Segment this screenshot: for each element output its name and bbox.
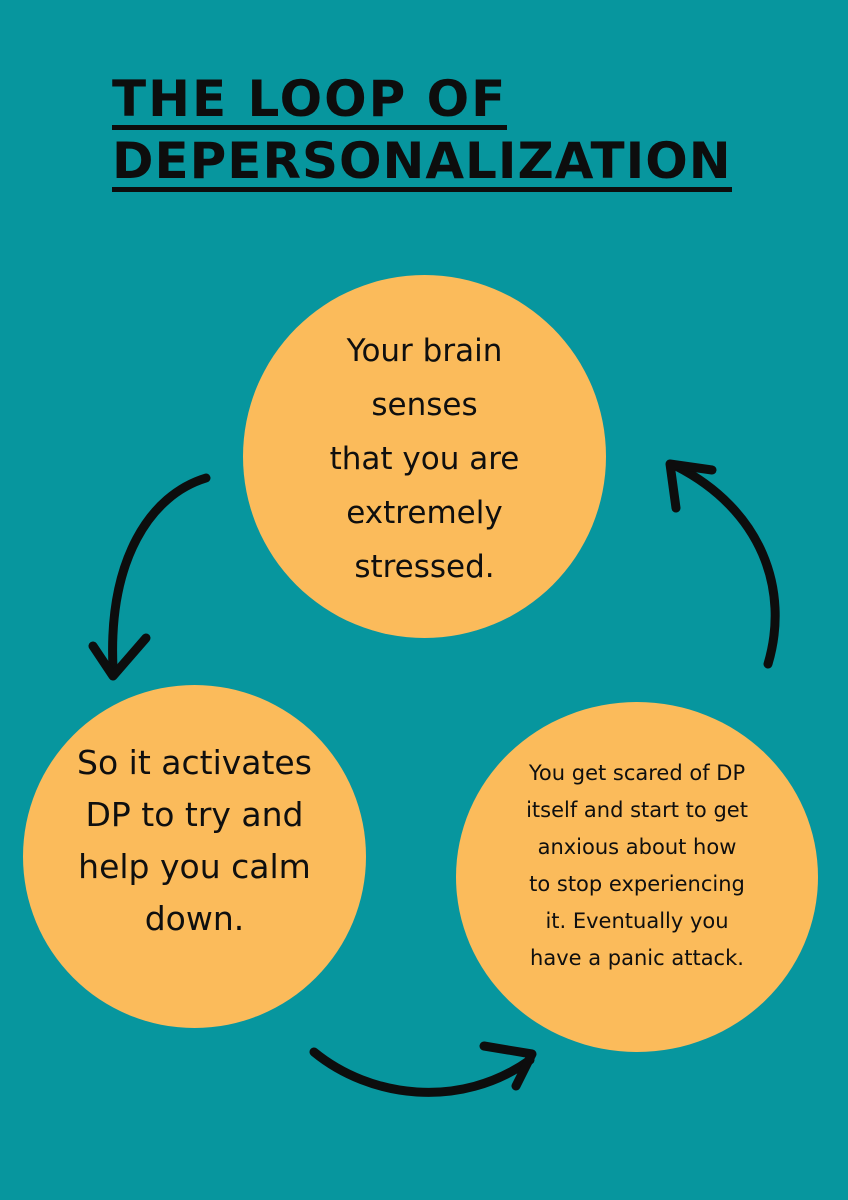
- curved-arrow-up-icon: [665, 459, 780, 669]
- step-circle-panic: You get scared of DP itself and start to…: [456, 702, 818, 1052]
- curved-arrow-right-icon: [309, 1041, 537, 1097]
- curved-arrow-down-left-icon: [88, 473, 211, 681]
- page-title: THE LOOP OF DEPERSONALIZATION: [112, 68, 812, 192]
- step-text-stress: Your brain senses that you are extremely…: [329, 332, 520, 585]
- step-text-panic: You get scared of DP itself and start to…: [526, 761, 748, 970]
- step-circle-stress: Your brain senses that you are extremely…: [243, 275, 606, 638]
- step-circle-dp: So it activates DP to try and help you c…: [23, 685, 366, 1028]
- title-line-2: DEPERSONALIZATION: [112, 132, 732, 192]
- step-text-dp: So it activates DP to try and help you c…: [77, 742, 312, 938]
- title-line-1: THE LOOP OF: [112, 70, 508, 130]
